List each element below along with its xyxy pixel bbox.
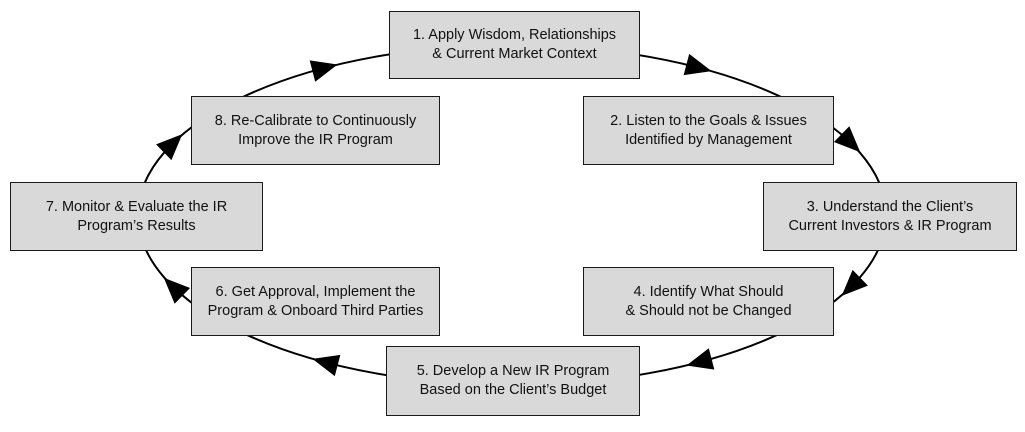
step-6-line-1: 6. Get Approval, Implement the — [215, 283, 416, 300]
step-2-box: 2. Listen to the Goals & Issues Identifi… — [583, 96, 834, 165]
step-3-box: 3. Understand the Client’s Current Inves… — [763, 182, 1017, 251]
cycle-arrow-3 — [841, 269, 868, 296]
cycle-arrow-6 — [163, 277, 191, 304]
step-6-line-2: Program & Onboard Third Parties — [207, 302, 424, 319]
step-7-line-2: Program’s Results — [77, 217, 196, 234]
cycle-arrow-1 — [683, 53, 712, 76]
step-7-box: 7. Monitor & Evaluate the IR Program’s R… — [10, 182, 263, 251]
step-3-line-1: 3. Understand the Client’s — [806, 198, 974, 215]
step-1-line-1: 1. Apply Wisdom, Relationships — [412, 27, 617, 43]
step-8-line-1: 8. Re-Calibrate to Continuously — [214, 112, 417, 129]
step-6-box: 6. Get Approval, Implement the Program &… — [191, 267, 440, 336]
step-5-line-2: Based on the Client’s Budget — [419, 382, 607, 398]
cycle-arrow-7 — [156, 134, 183, 161]
step-4-line-1: 4. Identify What Should — [633, 283, 784, 300]
step-4-box: 4. Identify What Should & Should not be … — [583, 267, 834, 336]
step-5-box: 5. Develop a New IR Program Based on the… — [386, 346, 640, 416]
cycle-arrow-5 — [312, 354, 341, 377]
step-5-line-1: 5. Develop a New IR Program — [416, 363, 610, 379]
step-2-line-1: 2. Listen to the Goals & Issues — [610, 112, 807, 129]
step-8-box: 8. Re-Calibrate to Continuously Improve … — [191, 96, 440, 165]
cycle-arrow-8 — [309, 60, 338, 82]
step-2-line-2: Identified by Management — [625, 131, 792, 148]
step-8-line-2: Improve the IR Program — [238, 131, 393, 148]
step-1-line-2: & Current Market Context — [432, 46, 597, 62]
step-4-line-2: & Should not be Changed — [625, 302, 792, 319]
cycle-arrow-2 — [833, 126, 861, 153]
step-3-line-2: Current Investors & IR Program — [788, 217, 992, 234]
cycle-arrow-4 — [686, 348, 715, 370]
step-7-line-1: 7. Monitor & Evaluate the IR — [45, 198, 228, 215]
step-1-box: 1. Apply Wisdom, Relationships & Current… — [389, 11, 640, 79]
